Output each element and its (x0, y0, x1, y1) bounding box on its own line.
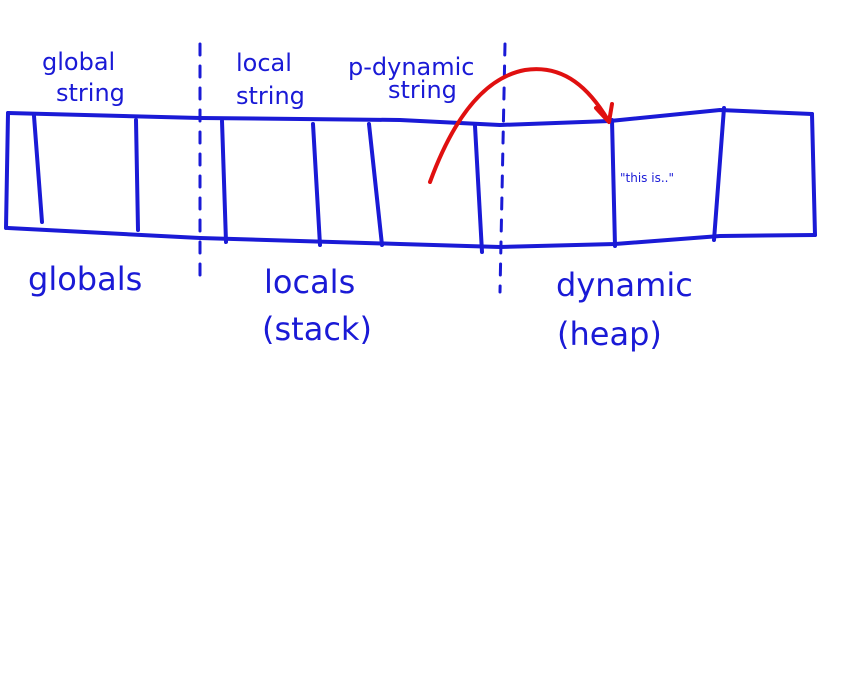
global-string-label-line2: string (56, 79, 125, 107)
heap-region-sublabel: (heap) (557, 315, 662, 353)
pointer-arrowhead (594, 102, 614, 124)
stack-region-sublabel: (stack) (262, 310, 372, 348)
pointer-string-label-line2: string (388, 76, 457, 104)
local-string-label-line1: local (236, 49, 292, 77)
pointer-string-label-line1: p-dynamic (348, 53, 475, 81)
strip-right-edge (810, 112, 817, 237)
pointer-arrow-curve (428, 67, 610, 184)
cell-divider (367, 122, 384, 247)
separator-locals-heap (498, 42, 507, 294)
dynamic-region-label: dynamic (556, 266, 693, 304)
strip-left-edge (4, 111, 10, 230)
pointer-arrow (428, 67, 614, 184)
cell-divider (220, 119, 228, 244)
cell-dividers (32, 106, 726, 254)
cell-divider (712, 106, 726, 242)
local-string-label-line2: string (236, 82, 305, 110)
cell-divider (32, 114, 44, 224)
memory-strip (4, 108, 817, 249)
cell-divider (610, 118, 617, 248)
locals-region-label: locals (264, 263, 355, 301)
global-string-label-line1: global (42, 48, 115, 76)
strip-bottom-edge (6, 226, 817, 249)
strip-top-edge (6, 108, 814, 127)
cell-divider (134, 118, 140, 232)
cell-divider (473, 124, 484, 254)
cell-divider (311, 122, 322, 247)
region-separators (198, 42, 507, 294)
heap-cell-text: "this is.." (620, 171, 674, 185)
globals-region-label: globals (28, 260, 142, 298)
